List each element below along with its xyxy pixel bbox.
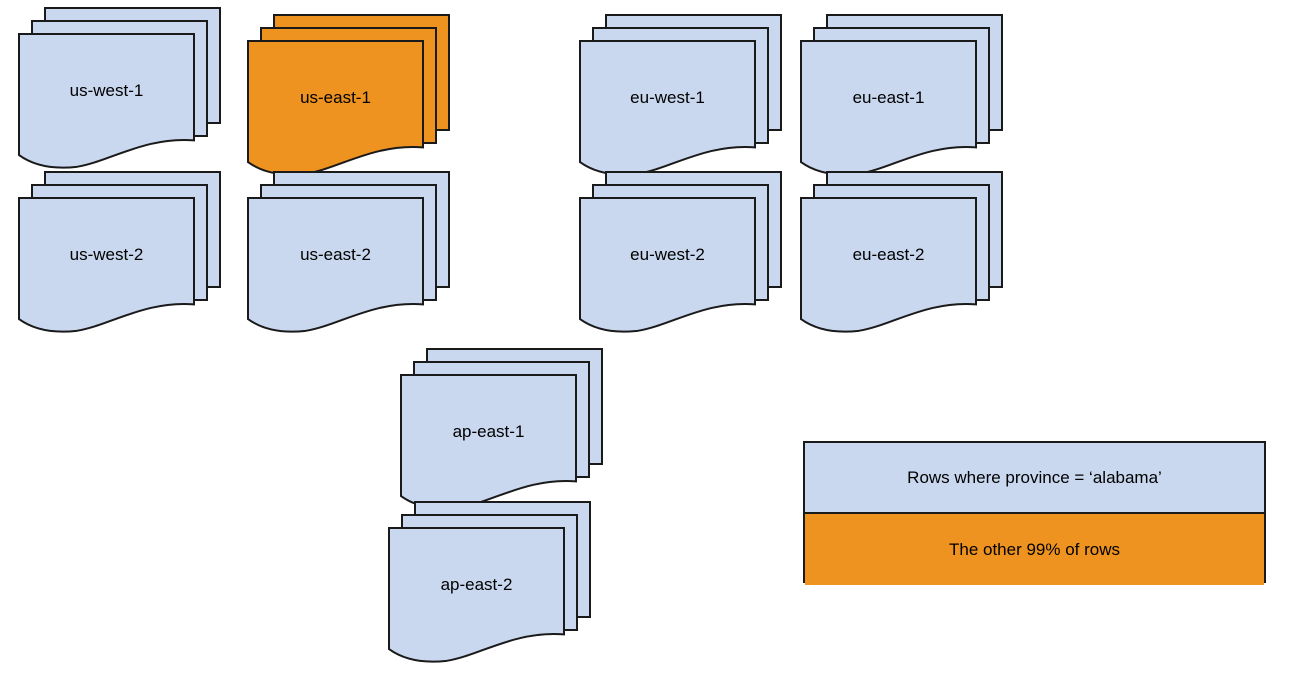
sheet-front (400, 374, 577, 510)
region-stack-eu-east-1[interactable]: eu-east-1 (799, 13, 1004, 194)
sheet-front (800, 197, 977, 333)
region-stack-shape-eu-east-2 (800, 171, 1003, 333)
region-stack-shape-us-east-1 (247, 14, 450, 176)
sheet-front (247, 197, 424, 333)
region-stack-eu-west-1[interactable]: eu-west-1 (578, 13, 783, 194)
region-stack-shape-us-west-1 (18, 7, 221, 169)
legend-label-orange: The other 99% of rows (948, 539, 1121, 559)
region-stack-shape-ap-east-1 (400, 348, 603, 510)
sheet-front (800, 40, 977, 176)
sheet-front (579, 197, 756, 333)
sheet-front (247, 40, 424, 176)
sheet-front (388, 527, 565, 663)
region-stack-shape-eu-west-2 (579, 171, 782, 333)
region-stack-ap-east-2[interactable]: ap-east-2 (387, 500, 592, 681)
sheet-front (18, 197, 195, 333)
region-stack-eu-east-2[interactable]: eu-east-2 (799, 170, 1004, 351)
region-stack-us-west-2[interactable]: us-west-2 (17, 170, 222, 351)
sheet-front (18, 33, 195, 169)
region-stack-shape-us-west-2 (18, 171, 221, 333)
region-stack-shape-eu-east-1 (800, 14, 1003, 176)
region-stack-shape-us-east-2 (247, 171, 450, 333)
region-stack-us-west-1[interactable]: us-west-1 (17, 6, 222, 187)
region-stack-ap-east-1[interactable]: ap-east-1 (399, 347, 604, 528)
legend: Rows where province = ‘alabama’ The other… (803, 441, 1266, 585)
legend-row-orange: The other 99% of rows (805, 514, 1264, 585)
region-stack-us-east-1[interactable]: us-east-1 (246, 13, 451, 194)
region-stack-us-east-2[interactable]: us-east-2 (246, 170, 451, 351)
legend-row-blue: Rows where province = ‘alabama’ (805, 443, 1264, 514)
sheet-front (579, 40, 756, 176)
region-stack-shape-eu-west-1 (579, 14, 782, 176)
region-stack-shape-ap-east-2 (388, 501, 591, 663)
legend-label-blue: Rows where province = ‘alabama’ (907, 467, 1162, 487)
region-stack-eu-west-2[interactable]: eu-west-2 (578, 170, 783, 351)
